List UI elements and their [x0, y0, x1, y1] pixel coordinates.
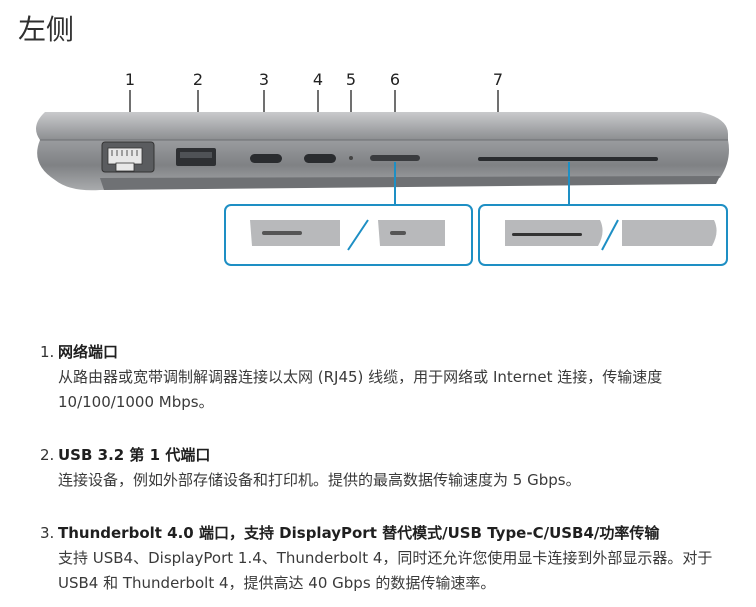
list-item: 3. Thunderbolt 4.0 端口，支持 DisplayPort 替代模…: [40, 521, 740, 596]
thunderbolt-port-1-shape: [250, 154, 282, 163]
ethernet-port-shape: [101, 141, 155, 173]
thunderbolt-port-2-shape: [304, 154, 336, 163]
status-light-shape: [349, 156, 353, 160]
port-number-7: 7: [492, 70, 504, 89]
item-title: USB 3.2 第 1 代端口: [58, 446, 211, 464]
sim-slot-shape: [370, 155, 420, 161]
item-number: 1.: [40, 343, 55, 361]
page-title: 左侧: [18, 13, 75, 46]
item-description-line: 连接设备，例如外部存储设备和打印机。提供的最高数据传输速度为 5 Gbps。: [58, 471, 581, 489]
port-descriptions-list: 1. 网络端口 从路由器或宽带调制解调器连接以太网 (RJ45) 线缆，用于网络…: [40, 340, 740, 596]
item-title: 网络端口: [58, 343, 119, 361]
item-number: 2.: [40, 446, 55, 464]
list-item: 1. 网络端口 从路由器或宽带调制解调器连接以太网 (RJ45) 线缆，用于网络…: [40, 340, 740, 415]
port-number-3: 3: [258, 70, 270, 89]
item-description-line: 10/100/1000 Mbps。: [58, 393, 214, 411]
port-number-2: 2: [192, 70, 204, 89]
item-description-line: USB4 和 Thunderbolt 4，提供高达 40 Gbps 的数据传输速…: [58, 574, 496, 592]
item-description-line: 从路由器或宽带调制解调器连接以太网 (RJ45) 线缆，用于网络或 Intern…: [58, 368, 663, 386]
list-item: 2. USB 3.2 第 1 代端口 连接设备，例如外部存储设备和打印机。提供的…: [40, 443, 740, 493]
card-reader-slot-shape: [478, 157, 658, 161]
laptop-illustration: [36, 90, 729, 266]
sim-slot-detail-views: [250, 219, 445, 251]
usb-a-port-shape: [176, 148, 216, 166]
item-description-line: 支持 USB4、DisplayPort 1.4、Thunderbolt 4，同时…: [58, 549, 713, 567]
port-number-1: 1: [124, 70, 136, 89]
port-number-4: 4: [312, 70, 324, 89]
card-reader-detail-views: [505, 219, 717, 251]
port-number-6: 6: [389, 70, 401, 89]
item-title: Thunderbolt 4.0 端口，支持 DisplayPort 替代模式/U…: [58, 524, 660, 542]
item-number: 3.: [40, 524, 55, 542]
port-number-5: 5: [345, 70, 357, 89]
laptop-left-side-diagram: 1 2 3 4 5 6 7: [0, 60, 756, 280]
